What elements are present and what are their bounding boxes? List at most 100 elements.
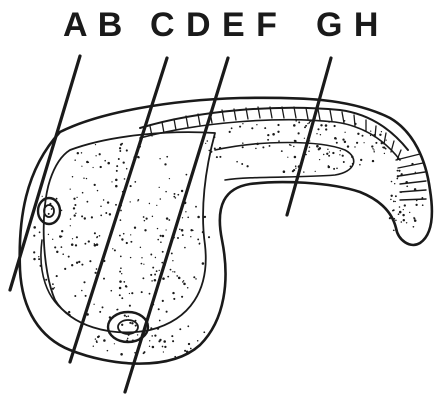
stipple-dot xyxy=(219,156,221,158)
stipple-dot xyxy=(120,210,122,212)
stipple-dot xyxy=(290,145,291,146)
stipple-dot xyxy=(398,213,400,215)
stipple-dot xyxy=(89,260,91,262)
stipple-dot xyxy=(386,140,387,141)
stipple-dot xyxy=(370,135,371,136)
stipple-dot xyxy=(187,287,189,289)
stipple-dot xyxy=(75,244,77,246)
stipple-dot xyxy=(38,258,40,260)
stipple-dot xyxy=(59,235,61,237)
stipple-dot xyxy=(81,152,82,153)
stipple-dot xyxy=(116,309,117,310)
stipple-dot xyxy=(141,291,143,293)
stipple-dot xyxy=(88,240,90,242)
stipple-dot xyxy=(176,275,178,277)
stipple-dot xyxy=(94,232,96,234)
stipple-dot xyxy=(208,150,210,152)
stipple-dot xyxy=(195,206,197,208)
stipple-dot xyxy=(152,216,153,217)
stipple-dot xyxy=(188,343,190,345)
stipple-dot xyxy=(120,353,123,356)
stipple-dot xyxy=(93,304,94,305)
stipple-dot xyxy=(329,151,330,152)
stipple-dot xyxy=(111,181,112,182)
stipple-dot xyxy=(305,125,307,127)
section-line-gh xyxy=(287,58,331,215)
stipple-dot xyxy=(334,125,336,127)
stipple-dot xyxy=(150,254,152,256)
stipple-dot xyxy=(164,346,166,348)
stipple-dot xyxy=(100,206,102,208)
stipple-dot xyxy=(179,229,181,231)
stipple-dot xyxy=(64,268,66,270)
stipple-dot xyxy=(91,216,93,218)
stipple-dot xyxy=(391,181,393,183)
stipple-dot xyxy=(151,335,153,337)
stipple-dot xyxy=(172,340,174,342)
stipple-dot xyxy=(126,168,128,170)
stipple-dot xyxy=(203,216,205,218)
stipple-dot xyxy=(48,234,49,235)
stipple-dot xyxy=(422,204,424,206)
stipple-dot xyxy=(86,161,88,163)
stipple-dot xyxy=(372,160,374,162)
stipple-dot xyxy=(131,322,133,324)
stipple-dot xyxy=(183,283,186,286)
stipple-dot xyxy=(52,239,53,240)
stipple-dot xyxy=(109,316,111,318)
stipple-dot xyxy=(126,316,127,317)
stipple-dot xyxy=(242,123,243,124)
stipple-dot xyxy=(167,276,169,278)
stipple-dot xyxy=(126,242,128,244)
stipple-dot xyxy=(135,320,137,322)
stipple-dot xyxy=(143,216,145,218)
stipple-dot xyxy=(381,142,383,144)
stipple-dot xyxy=(186,174,188,176)
stipple-dot xyxy=(68,311,70,313)
stipple-dot xyxy=(203,331,205,333)
stipple-dot xyxy=(83,281,85,283)
stipple-dot xyxy=(155,257,156,258)
stipple-dot xyxy=(339,154,340,155)
stipple-dot xyxy=(325,124,328,127)
stipple-dot xyxy=(298,121,300,123)
stipple-dot xyxy=(360,159,362,161)
stipple-dot xyxy=(150,274,152,276)
stipple-dot xyxy=(119,147,121,149)
stipple-dot xyxy=(81,166,82,167)
stipple-dot xyxy=(55,220,58,223)
stipple-dot xyxy=(109,213,111,215)
stipple-dot xyxy=(129,322,131,324)
stipple-dot xyxy=(143,264,144,265)
stipple-dot xyxy=(76,197,77,198)
stipple-dot xyxy=(124,315,126,317)
stipple-dot xyxy=(197,340,199,342)
stipple-dot xyxy=(363,142,364,143)
stipple-dot xyxy=(116,170,118,172)
stipple-dot xyxy=(120,144,122,146)
stipple-dot xyxy=(177,194,179,196)
stipple-dot xyxy=(81,290,83,292)
stipple-dot xyxy=(103,339,106,342)
section-lines xyxy=(10,56,331,392)
stipple-dot xyxy=(137,156,139,158)
stipple-dot xyxy=(267,134,269,136)
stipple-dot xyxy=(131,292,133,294)
stipple-dot xyxy=(105,212,107,214)
stipple-dot xyxy=(96,268,98,270)
stipple-dot xyxy=(415,172,416,173)
stipple-dot xyxy=(277,124,279,126)
stipple-dot xyxy=(154,279,157,282)
stipple-dot xyxy=(309,122,310,123)
stipple-dot xyxy=(163,340,166,343)
stipple-dot xyxy=(118,158,120,160)
stipple-dot xyxy=(283,170,286,173)
stipple-dot xyxy=(351,156,353,158)
stipple-dot xyxy=(409,212,410,213)
stipple-dot xyxy=(138,199,140,201)
stipple-dot xyxy=(74,159,76,161)
stipple-dot xyxy=(149,340,150,341)
stipple-dot xyxy=(171,335,173,337)
stipple-dot xyxy=(214,136,216,138)
stipple-dot xyxy=(123,281,125,283)
